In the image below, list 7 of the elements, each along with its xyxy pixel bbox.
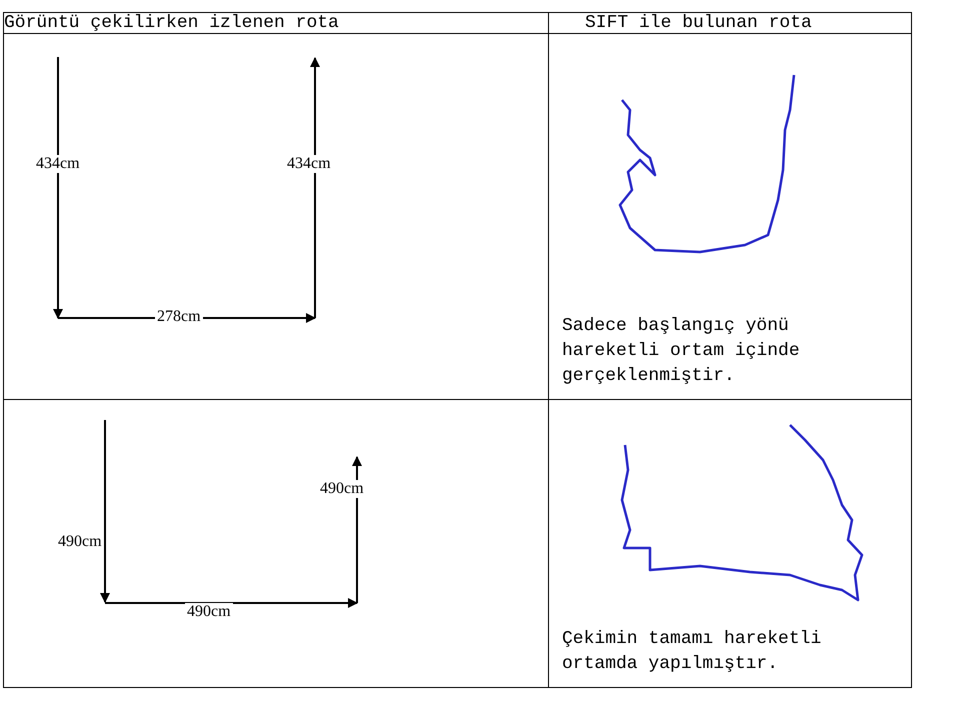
column-header: Görüntü çekilirken izlenen rota <box>4 13 339 33</box>
column-header: SIFT ile bulunan rota <box>585 13 812 33</box>
dimension-label: 490cm <box>318 480 366 498</box>
cell-text: Sadece başlangıç yönü hareketli ortam içinde gerçeklenmiştir. <box>562 315 801 388</box>
cell-text: Çekimin tamamı hareketli ortamda yapılmıştır. <box>562 628 822 676</box>
dimension-label: 434cm <box>34 155 82 173</box>
dimension-label: 434cm <box>285 155 333 173</box>
